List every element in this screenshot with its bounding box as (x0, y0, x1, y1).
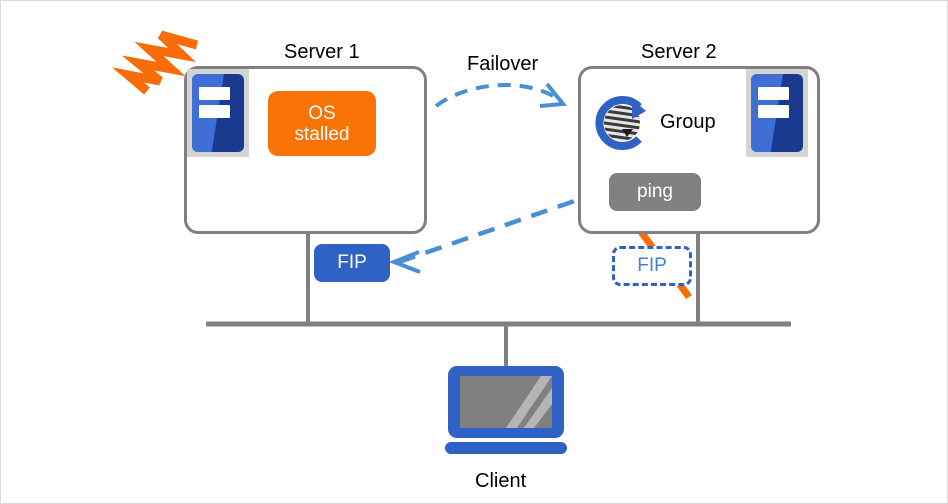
rack-slot-bar (758, 105, 790, 119)
failover-arrow-icon (434, 82, 567, 108)
os-stalled-line2: stalled (294, 123, 350, 145)
fip-active-badge: FIP (314, 244, 390, 282)
lightning-bolt-icon (112, 30, 199, 95)
server-rack-icon-1 (187, 69, 249, 157)
server2-label: Server 2 (641, 41, 717, 63)
group-icon (595, 96, 646, 150)
os-stalled-badge: OS stalled (268, 91, 376, 156)
os-stalled-line1: OS (308, 102, 336, 124)
rack-slot-bar (199, 105, 231, 119)
rack-slot-bar (758, 87, 790, 101)
server1-label: Server 1 (284, 41, 360, 63)
laptop-icon (445, 366, 567, 454)
fip-inactive-badge: FIP (612, 246, 692, 286)
rack-slot-bar (199, 87, 231, 101)
group-label: Group (660, 111, 716, 133)
server-rack-icon-2 (746, 69, 808, 157)
failover-label: Failover (467, 53, 539, 75)
ping-badge: ping (609, 173, 701, 211)
client-label: Client (475, 470, 527, 492)
